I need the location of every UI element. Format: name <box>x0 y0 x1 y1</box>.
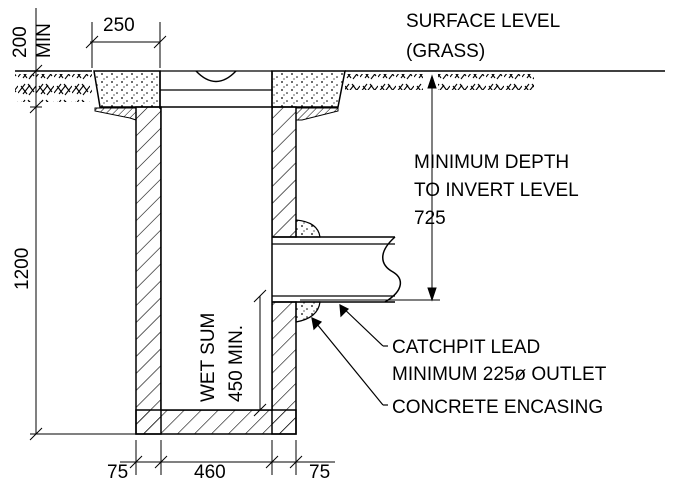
dim-depth-min-word-group: MIN <box>34 23 55 58</box>
wet-sum-label: WET SUM <box>198 313 219 402</box>
grass-label: (GRASS) <box>406 41 485 62</box>
concrete-collar-right <box>271 70 346 121</box>
dim-depth-min-group: 200 <box>10 26 31 58</box>
wet-sum-min-label: 450 MIN. <box>226 325 247 402</box>
ground-surface <box>15 70 665 102</box>
dim-depth-min-value: 200 <box>10 26 31 58</box>
min-depth-label-line3: 725 <box>414 208 446 229</box>
catchpit-grating <box>159 70 273 109</box>
dim-total-height-group: 1200 <box>12 248 33 290</box>
wet-sum-label-line1: WET SUM <box>198 313 219 402</box>
chamber-walls <box>135 106 297 435</box>
leader-lines <box>311 303 388 406</box>
dim-total-height: 1200 <box>12 248 33 290</box>
wet-sum-label-line2: 450 MIN. <box>226 325 247 402</box>
catchpit-lead-label-line1: CATCHPIT LEAD <box>392 337 540 358</box>
dim-inner-width: 460 <box>194 462 226 483</box>
dimension-lines <box>29 8 440 475</box>
dim-depth-min-word: MIN <box>34 23 55 58</box>
dim-right-wall: 75 <box>309 462 330 483</box>
surface-level-label: SURFACE LEVEL <box>406 11 560 32</box>
outlet-pipe <box>272 236 401 303</box>
concrete-encasing-label: CONCRETE ENCASING <box>392 397 603 418</box>
min-depth-label-line2: TO INVERT LEVEL <box>414 180 579 201</box>
catchpit-lead-label-line2: MINIMUM 225ø OUTLET <box>392 364 607 385</box>
pipe-encasing <box>295 219 321 323</box>
concrete-collar-left <box>93 70 161 121</box>
dim-top-width: 250 <box>103 15 135 36</box>
min-depth-label-line1: MINIMUM DEPTH <box>414 152 569 173</box>
dim-left-wall: 75 <box>107 462 128 483</box>
